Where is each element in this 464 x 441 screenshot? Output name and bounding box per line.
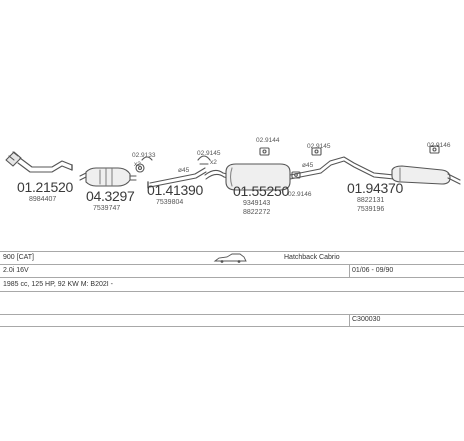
- table-divider-top: [0, 251, 464, 252]
- catalog-code: C300030: [352, 316, 381, 323]
- diameter-annotation-2: ø45: [302, 162, 314, 169]
- vehicle-period: 01/06 - 09/90: [352, 267, 394, 274]
- hanger-icon-3: [291, 171, 301, 179]
- part-number-5[interactable]: 01.94370: [347, 180, 403, 196]
- part-ref-5a: 8822131: [357, 197, 385, 204]
- part-number-3[interactable]: 01.41390: [147, 182, 203, 198]
- bend-pipe-drawing: [204, 169, 233, 180]
- exhaust-system-diagram: [5, 145, 461, 191]
- accessory-label-5[interactable]: 02.9146: [288, 191, 312, 198]
- front-pipe-drawing: [5, 151, 73, 173]
- table-divider-3: [0, 291, 464, 292]
- middle-silencer-drawing: [225, 163, 322, 191]
- table-column-divider-2: [349, 314, 350, 326]
- part-ref-5b: 7539196: [357, 206, 385, 213]
- hanger-icon: [259, 147, 270, 156]
- catalytic-converter-drawing: [79, 167, 137, 187]
- part-ref-4b: 8822272: [243, 209, 271, 216]
- part-number-1[interactable]: 01.21520: [17, 179, 73, 195]
- table-column-divider: [349, 264, 350, 277]
- accessory-label-1[interactable]: 02.9133: [132, 152, 156, 159]
- part-ref-3: 7539804: [156, 199, 184, 206]
- clamp-icon-2: [141, 156, 153, 161]
- diameter-annotation-1: ø45: [178, 167, 190, 174]
- quantity-annotation-2: x2: [210, 159, 217, 166]
- table-divider-2: [0, 277, 464, 278]
- quantity-annotation-1: x2: [134, 161, 141, 168]
- car-silhouette-icon: [213, 253, 247, 263]
- clamp-icon: [197, 155, 211, 165]
- accessory-label-4[interactable]: 02.9145: [307, 143, 331, 150]
- part-number-2[interactable]: 04.3297: [86, 188, 135, 204]
- accessory-label-6[interactable]: 02.9146: [427, 142, 451, 149]
- hanger-icon-4: [429, 145, 440, 154]
- rear-silencer-drawing: [391, 165, 461, 185]
- part-ref-2: 7539747: [93, 205, 121, 212]
- part-number-4[interactable]: 01.55250: [233, 183, 289, 199]
- gasket-icon: [135, 163, 145, 173]
- part-ref-1: 8984407: [29, 196, 57, 203]
- vehicle-model: 900 [CAT]: [3, 254, 34, 261]
- table-divider-4: [0, 314, 464, 315]
- hanger-icon-2: [311, 147, 322, 156]
- table-divider-bottom: [0, 326, 464, 327]
- intermediate-pipe-drawing: [147, 167, 207, 189]
- table-divider-1: [0, 264, 464, 265]
- vehicle-spec: 1985 cc, 125 HP, 92 KW M: B202I -: [3, 281, 113, 288]
- accessory-label-3[interactable]: 02.9144: [256, 137, 280, 144]
- accessory-label-2[interactable]: 02.9145: [197, 150, 221, 157]
- vehicle-engine: 2.0i 16V: [3, 267, 29, 274]
- part-ref-4a: 9349143: [243, 200, 271, 207]
- vehicle-body: Hatchback Cabrio: [284, 254, 340, 261]
- rear-pipe-drawing: [319, 156, 395, 180]
